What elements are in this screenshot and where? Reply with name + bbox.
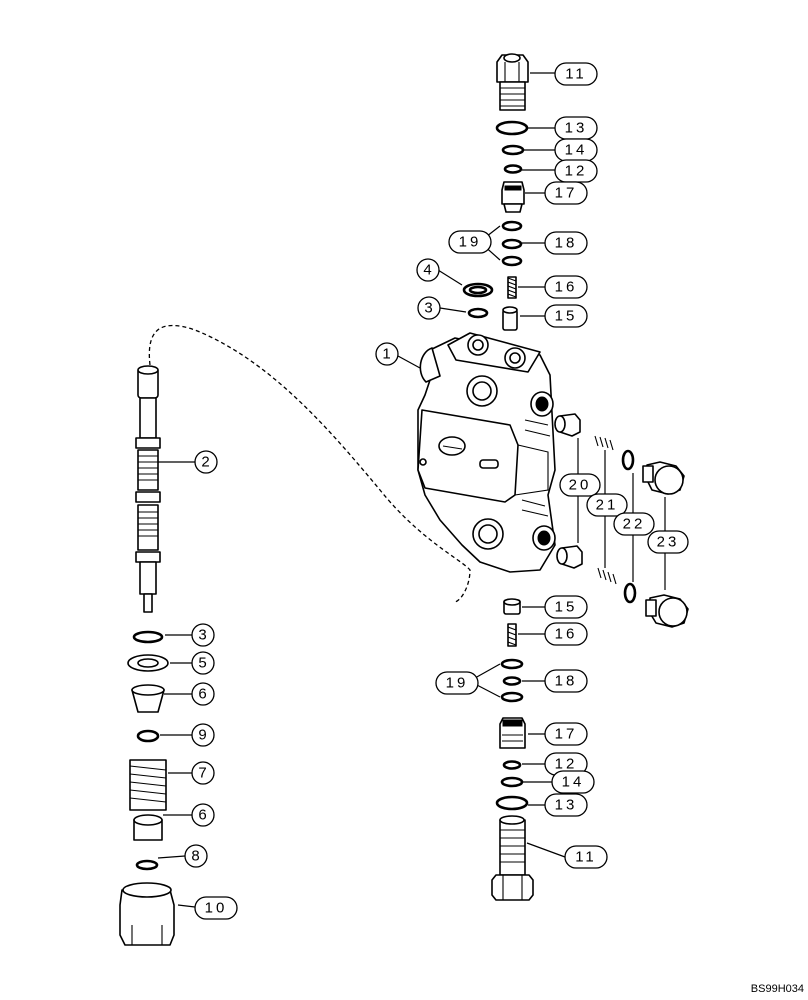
svg-text:14: 14 <box>562 774 585 791</box>
svg-text:13: 13 <box>565 120 588 137</box>
svg-text:16: 16 <box>555 279 578 296</box>
callout-21: 21 <box>586 493 628 517</box>
svg-text:11: 11 <box>565 66 587 83</box>
callout-18-bot: 18 <box>544 669 588 693</box>
callout-9: 9 <box>191 723 215 747</box>
callout-2: 2 <box>194 450 218 474</box>
callout-15-top: 15 <box>544 304 588 328</box>
callout-17-top: 17 <box>544 181 588 205</box>
callout-5: 5 <box>191 651 215 675</box>
callout-15-bot: 15 <box>544 595 588 619</box>
callout-12-bot: 12 <box>544 752 588 776</box>
callout-13-bot: 13 <box>544 793 588 817</box>
spool-assembly <box>119 325 471 946</box>
svg-text:8: 8 <box>191 848 202 865</box>
callout-6-bot: 6 <box>191 803 215 827</box>
bottom-relief-valve-stack <box>491 598 534 901</box>
svg-text:14: 14 <box>565 142 588 159</box>
svg-text:6: 6 <box>198 686 209 703</box>
svg-text:15: 15 <box>555 308 578 325</box>
callout-17-bot: 17 <box>544 722 588 746</box>
callout-6-top: 6 <box>191 682 215 706</box>
callout-19-top: 19 <box>448 230 492 254</box>
callout-3-bot: 3 <box>191 623 215 647</box>
drawing-code: BS99H034 <box>751 983 804 995</box>
svg-text:19: 19 <box>459 234 482 251</box>
callout-18-top: 18 <box>544 231 588 255</box>
svg-text:13: 13 <box>555 797 578 814</box>
svg-text:17: 17 <box>555 185 578 202</box>
svg-text:11: 11 <box>575 849 597 866</box>
svg-text:1: 1 <box>382 346 393 363</box>
svg-text:3: 3 <box>198 627 209 644</box>
callout-7: 7 <box>191 761 215 785</box>
svg-text:18: 18 <box>555 673 578 690</box>
svg-text:4: 4 <box>423 262 434 279</box>
svg-text:7: 7 <box>198 765 209 782</box>
callout-16-bot: 16 <box>544 622 588 646</box>
callout-bubbles: 11 13 14 12 17 19 18 4 16 3 15 1 2 20 21… <box>184 62 689 920</box>
svg-text:23: 23 <box>657 534 680 551</box>
svg-text:22: 22 <box>623 516 646 533</box>
top-relief-valve-stack <box>495 53 529 331</box>
callout-20: 20 <box>559 473 601 497</box>
svg-text:16: 16 <box>555 626 578 643</box>
svg-text:21: 21 <box>596 497 619 514</box>
callout-11-bot: 11 <box>564 845 608 869</box>
callout-11-top: 11 <box>554 62 598 86</box>
seal-parts-upper-left <box>462 282 494 319</box>
svg-text:5: 5 <box>198 655 209 672</box>
callout-13-top: 13 <box>554 116 598 140</box>
svg-text:19: 19 <box>446 675 469 692</box>
svg-text:2: 2 <box>201 454 212 471</box>
callout-16-top: 16 <box>544 275 588 299</box>
svg-text:17: 17 <box>555 726 578 743</box>
side-plugs <box>554 413 689 628</box>
valve-body <box>417 332 556 573</box>
callout-23: 23 <box>647 530 689 554</box>
callout-14-bot: 14 <box>551 770 595 794</box>
callout-19-bot: 19 <box>435 671 479 695</box>
svg-text:6: 6 <box>198 807 209 824</box>
svg-text:10: 10 <box>205 900 228 917</box>
callout-1: 1 <box>375 342 399 366</box>
svg-text:15: 15 <box>555 599 578 616</box>
callout-8: 8 <box>184 844 208 868</box>
svg-text:9: 9 <box>198 727 209 744</box>
svg-text:18: 18 <box>555 235 578 252</box>
callout-3-top: 3 <box>417 296 441 320</box>
svg-text:20: 20 <box>569 477 592 494</box>
svg-text:12: 12 <box>565 163 588 180</box>
callout-10: 10 <box>194 896 238 920</box>
callout-22: 22 <box>613 512 655 536</box>
callout-4: 4 <box>416 258 440 282</box>
svg-text:3: 3 <box>424 300 435 317</box>
svg-text:12: 12 <box>555 756 578 773</box>
callout-14-top: 14 <box>554 138 598 162</box>
callout-12-top: 12 <box>554 159 598 183</box>
